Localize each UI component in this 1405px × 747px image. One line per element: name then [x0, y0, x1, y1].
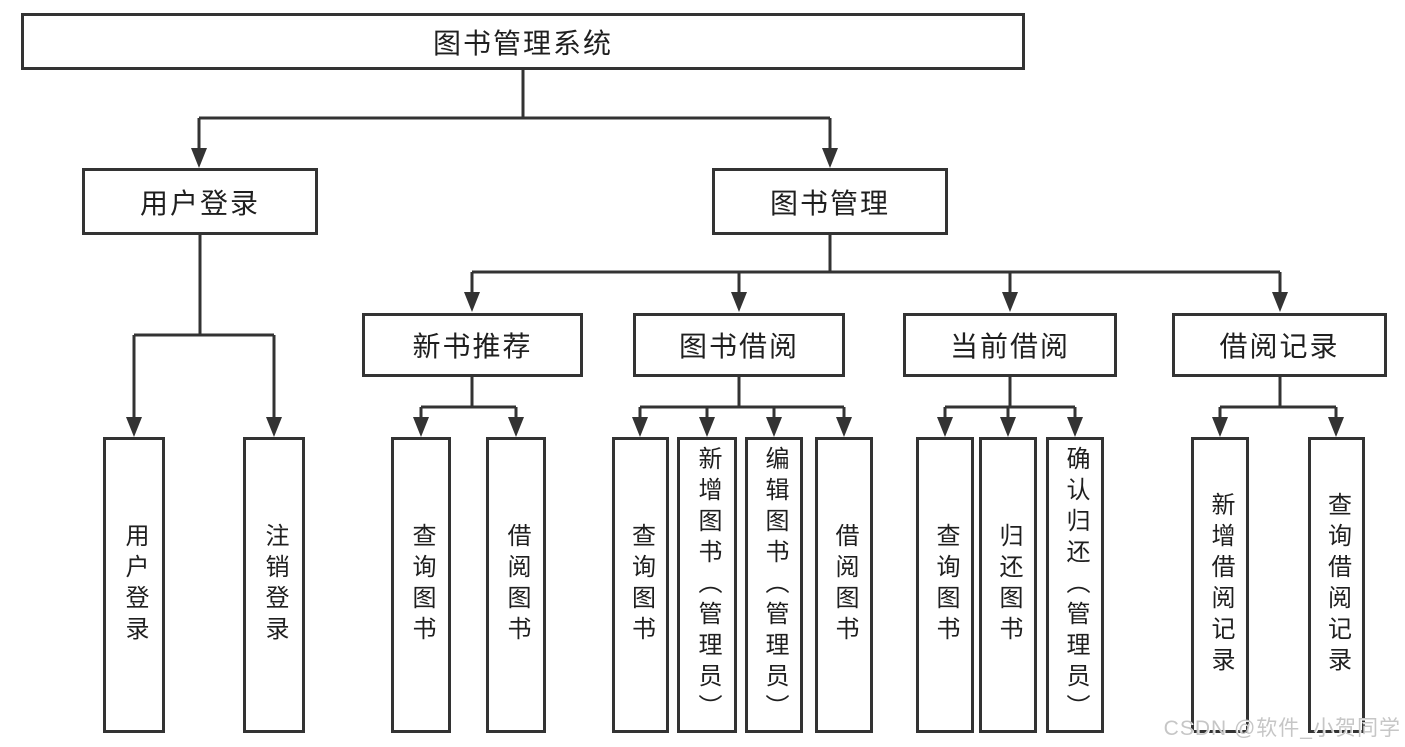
node-book-borrowing: 图书借阅	[633, 313, 845, 377]
arrowhead	[1002, 292, 1018, 312]
leaf-query-books-current-label: 查询图书	[932, 523, 959, 647]
watermark: CSDN @软件_小贺同学	[1163, 717, 1401, 740]
arrowhead	[266, 417, 282, 437]
arrowhead	[413, 417, 429, 437]
arrowhead	[464, 292, 480, 312]
leaf-add-books-admin: 新增图书（管理员）	[677, 437, 737, 733]
leaf-borrow-books: 借阅图书	[815, 437, 873, 733]
node-new-book-recommendation: 新书推荐	[362, 313, 583, 377]
leaf-query-books-recommend-label: 查询图书	[408, 523, 435, 647]
leaf-query-books-current: 查询图书	[916, 437, 974, 733]
leaf-query-borrow-record: 查询借阅记录	[1308, 437, 1365, 733]
branch-user-login	[132, 233, 276, 421]
arrowhead	[937, 417, 953, 437]
leaf-query-books-borrow-label: 查询图书	[627, 523, 655, 647]
leaf-add-books-admin-label: 新增图书（管理员）	[694, 445, 721, 725]
arrowhead	[508, 417, 524, 437]
leaf-logout-label: 注销登录	[261, 523, 288, 647]
node-borrowing-records: 借阅记录	[1172, 313, 1387, 377]
arrowhead	[632, 417, 648, 437]
leaf-borrow-books-label: 借阅图书	[831, 523, 858, 647]
leaf-borrow-books-recommend-label: 借阅图书	[503, 523, 530, 647]
branch-new-book	[419, 375, 518, 421]
arrowhead	[191, 148, 207, 168]
leaf-return-books: 归还图书	[979, 437, 1037, 733]
leaf-edit-books-admin-label: 编辑图书（管理员）	[761, 445, 788, 725]
arrowhead	[699, 417, 715, 437]
node-library-system: 图书管理系统	[21, 13, 1025, 70]
arrowhead	[766, 417, 782, 437]
branch-current-borrowing	[943, 375, 1077, 421]
leaf-logout: 注销登录	[243, 437, 305, 733]
leaf-add-borrow-record-label: 新增借阅记录	[1207, 492, 1234, 678]
leaf-user-login: 用户登录	[103, 437, 165, 733]
leaf-return-books-label: 归还图书	[995, 523, 1022, 647]
branch-book-borrowing	[638, 375, 846, 421]
node-book-management: 图书管理	[712, 168, 948, 235]
branch-book-management	[470, 233, 1282, 296]
leaf-confirm-return-admin: 确认归还（管理员）	[1046, 437, 1104, 733]
arrowhead	[1000, 417, 1016, 437]
leaf-query-borrow-record-label: 查询借阅记录	[1323, 492, 1351, 678]
arrowhead	[1272, 292, 1288, 312]
node-user-login: 用户登录	[82, 168, 318, 235]
leaf-query-books-borrow: 查询图书	[612, 437, 669, 733]
arrowhead	[1212, 417, 1228, 437]
leaf-user-login-label: 用户登录	[121, 523, 148, 647]
leaf-edit-books-admin: 编辑图书（管理员）	[745, 437, 803, 733]
branch-borrowing-records	[1218, 375, 1338, 421]
leaf-add-borrow-record: 新增借阅记录	[1191, 437, 1249, 733]
arrowhead	[1067, 417, 1083, 437]
arrowhead	[126, 417, 142, 437]
leaf-confirm-return-admin-label: 确认归还（管理员）	[1062, 445, 1089, 725]
leaf-query-books-recommend: 查询图书	[391, 437, 451, 733]
arrowhead	[731, 292, 747, 312]
arrowhead	[822, 148, 838, 168]
branch-root	[197, 68, 832, 152]
leaf-borrow-books-recommend: 借阅图书	[486, 437, 546, 733]
arrowhead	[836, 417, 852, 437]
arrowhead	[1328, 417, 1344, 437]
node-current-borrowing: 当前借阅	[903, 313, 1117, 377]
